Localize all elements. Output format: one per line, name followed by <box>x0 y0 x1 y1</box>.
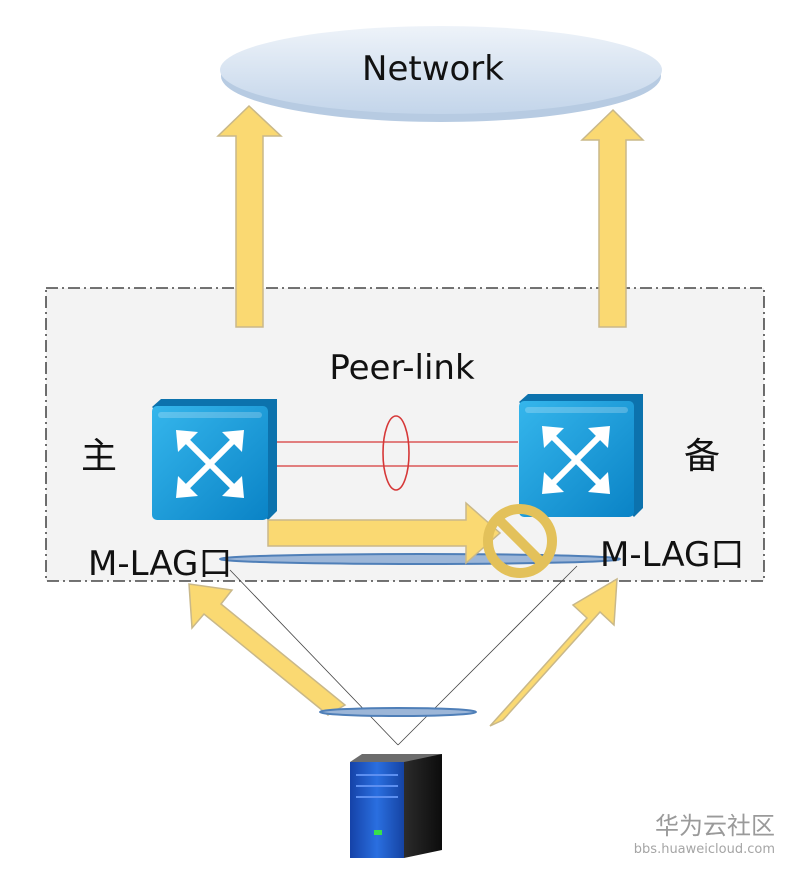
switch-primary-arrows-icon <box>176 430 244 498</box>
uplink-arrow-right <box>580 108 645 328</box>
backup-label: 备 <box>684 436 720 477</box>
peer-traffic-arrow <box>267 501 502 565</box>
mlag-right-label: M-LAG口 <box>600 535 744 575</box>
uplink-arrow-server-left <box>188 583 347 716</box>
uplink-arrow-left <box>216 104 283 328</box>
server-icon <box>350 754 442 858</box>
watermark-url: bbs.huaweicloud.com <box>634 842 775 857</box>
primary-label: 主 <box>81 436 117 477</box>
uplink-arrow-server-right <box>489 577 618 727</box>
mlag-left-label: M-LAG口 <box>88 544 232 584</box>
switch-backup <box>519 394 643 517</box>
mlag-link-line <box>219 553 621 565</box>
peer-link <box>270 415 518 491</box>
watermark-title: 华为云社区 <box>655 812 775 840</box>
switch-primary <box>152 399 277 520</box>
network-cloud: Network <box>220 26 662 122</box>
blocked-icon <box>483 504 557 578</box>
switch-backup-arrows-icon <box>542 426 610 494</box>
peer-link-label: Peer-link <box>329 348 475 388</box>
server-lag-bundle <box>319 707 477 717</box>
network-label: Network <box>362 49 504 89</box>
